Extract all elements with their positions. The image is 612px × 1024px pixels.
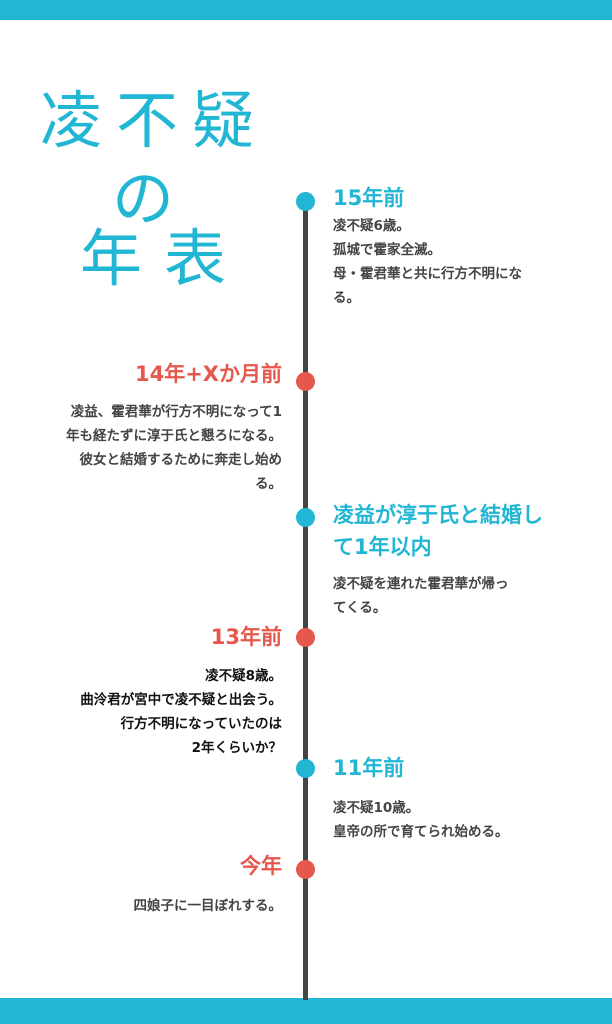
title-line-2: の bbox=[112, 162, 189, 235]
event-heading: 今年 bbox=[240, 854, 282, 878]
event-heading: 11年前 bbox=[333, 756, 405, 780]
bottom-bar bbox=[0, 998, 612, 1024]
event-heading: 13年前 bbox=[210, 625, 282, 649]
timeline-dot bbox=[296, 759, 315, 778]
event-heading: 14年+Xか月前 bbox=[134, 362, 282, 386]
event-body: 四娘子に一目ぼれする。 bbox=[133, 898, 283, 914]
event-body: 凌不疑を連れた霍君華が帰ってくる。 bbox=[333, 576, 509, 616]
event-body: 凌不疑10歳。皇帝の所で育てられ始める。 bbox=[333, 800, 509, 840]
timeline-axis bbox=[303, 195, 308, 1000]
timeline-dot bbox=[296, 860, 315, 879]
event-body: 凌不疑6歳。孤城で霍家全滅。母・霍君華と共に行方不明になる。 bbox=[333, 218, 522, 306]
event-heading: 15年前 bbox=[333, 186, 405, 210]
event-heading: 凌益が淳于氏と結婚して1年以内 bbox=[333, 503, 543, 559]
timeline-dot bbox=[296, 628, 315, 647]
timeline-dot bbox=[296, 508, 315, 527]
top-bar bbox=[0, 0, 612, 20]
timeline-dot bbox=[296, 192, 315, 211]
title-line-3: 年表 bbox=[80, 222, 249, 295]
title-line-1: 凌不疑 bbox=[40, 84, 269, 157]
timeline-dot bbox=[296, 372, 315, 391]
